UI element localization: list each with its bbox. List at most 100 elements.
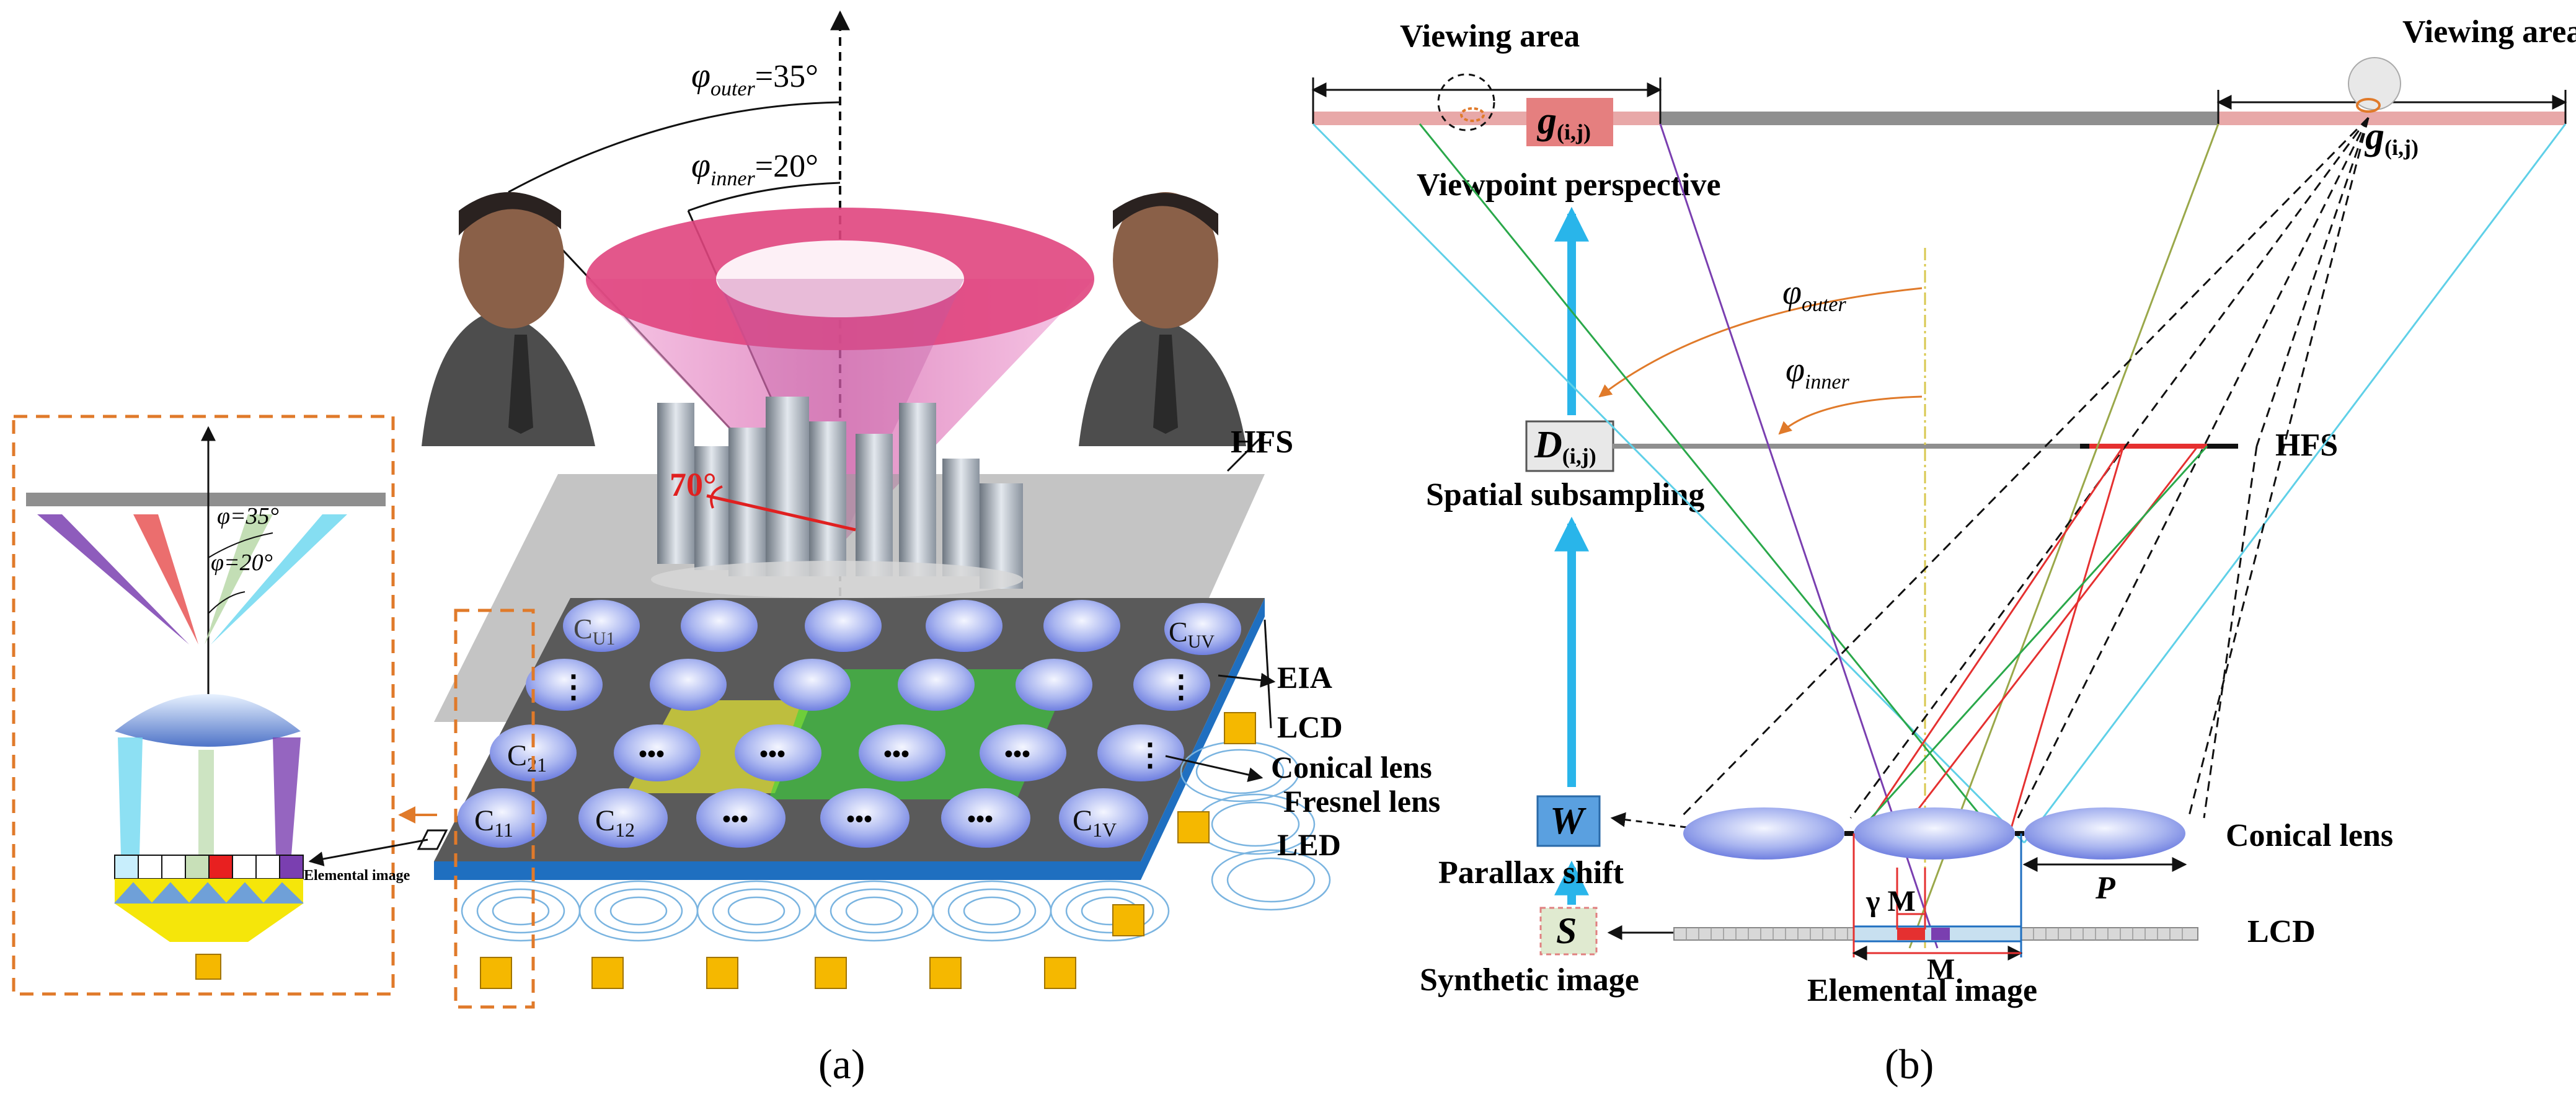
vdots: ⋮ — [1135, 737, 1166, 772]
led — [1177, 811, 1210, 843]
lens — [696, 788, 786, 848]
lens — [859, 724, 945, 781]
parallax-shift-label: Parallax shift — [1438, 855, 1624, 891]
red-rays — [1859, 446, 2199, 837]
synthetic-image-label: Synthetic image — [1420, 962, 1639, 998]
lens — [774, 659, 851, 711]
inner-angle-arc — [688, 182, 841, 212]
viewing-area-right-label: Viewing area — [2402, 14, 2576, 50]
lens-c1v — [1059, 788, 1148, 848]
w-box-label: W — [1550, 800, 1587, 842]
conical-lens-label-b: Conical lens — [2226, 818, 2393, 853]
spatial-subsampling-label: Spatial subsampling — [1426, 477, 1704, 512]
hfs-label-b: HFS — [2275, 428, 2338, 463]
inset-phi35: φ=35° — [217, 503, 279, 529]
highlight-column — [454, 609, 535, 1009]
eia-label: EIA — [1277, 660, 1332, 695]
lens — [1133, 659, 1210, 711]
inset-lens — [115, 694, 301, 747]
viewing-area-left-label: Viewing area — [1400, 19, 1580, 54]
led — [706, 957, 738, 989]
dots: ••• — [883, 740, 910, 768]
lens-c11 — [458, 788, 547, 848]
vdots: ⋮ — [558, 669, 589, 704]
ray-purple — [1659, 123, 1939, 949]
phi-outer-arc — [1598, 287, 1923, 398]
panel-a: φouter=35° φinner=20° — [12, 10, 1440, 1088]
conical-lens-3 — [2024, 807, 2185, 860]
ray-green — [1419, 123, 2004, 843]
dots: ••• — [639, 740, 665, 768]
hfs-leader — [1226, 433, 1266, 472]
dots: ••• — [846, 805, 872, 833]
lens — [1016, 659, 1092, 711]
label-c11: C11 — [474, 804, 513, 841]
lens — [980, 724, 1066, 781]
led — [480, 957, 512, 989]
lens-c12 — [578, 788, 668, 848]
s-box — [1539, 907, 1598, 956]
lens — [926, 600, 1003, 652]
phi-outer-b: φouter — [1782, 273, 1847, 316]
inset-elemental-label: Elemental image — [304, 868, 410, 884]
led — [1224, 712, 1256, 744]
elemental-pixels — [114, 855, 304, 879]
phi-inner-arc — [1778, 395, 1923, 435]
s-box-label: S — [1556, 910, 1577, 951]
lens — [650, 659, 727, 711]
lens — [805, 600, 882, 652]
lens — [1043, 600, 1120, 652]
led-array — [480, 712, 1256, 989]
m-label: M — [1927, 953, 1955, 986]
w-box — [1536, 795, 1601, 847]
panel-b: Viewing area Viewing area g(i,j) g(i,j) … — [1311, 14, 2576, 1088]
lens — [681, 600, 758, 652]
ray-cyan-left — [1312, 123, 2025, 844]
angle-70-line — [706, 494, 856, 532]
label-c1v: C1V — [1073, 804, 1117, 841]
g-box — [1526, 98, 1613, 146]
lens — [735, 724, 821, 781]
g-box-label: g(i,j) — [1536, 100, 1591, 144]
dots: ••• — [967, 805, 993, 833]
d-box — [1525, 420, 1614, 472]
lens — [898, 659, 975, 711]
g-right-label: g(i,j) — [2364, 115, 2419, 160]
vdots: ⋮ — [1166, 669, 1197, 704]
conical-lens-2 — [1854, 807, 2015, 860]
caption-a: (a) — [818, 1040, 865, 1088]
inset-led — [195, 954, 221, 980]
lens-cuv — [1164, 603, 1241, 655]
lcd-label-a: LCD — [1277, 710, 1343, 744]
dots: ••• — [1004, 740, 1030, 768]
lens-c21 — [490, 724, 577, 781]
conical-lens-label-a: Conical lens — [1271, 750, 1432, 785]
lens-array — [458, 600, 1241, 848]
elemental-image-label: Elemental image — [1807, 973, 2037, 1008]
lens — [1097, 724, 1184, 781]
caption-b: (b) — [1885, 1040, 1934, 1088]
led-label: LED — [1277, 827, 1341, 862]
inset-frame — [12, 415, 395, 996]
lcd-ticks — [1686, 928, 2183, 940]
green-rays — [1859, 445, 2208, 832]
inset-hfs-bar — [26, 493, 386, 506]
lens-cu1 — [563, 600, 640, 652]
eye-right — [2348, 57, 2401, 110]
label-c12: C12 — [595, 804, 635, 841]
lcd-label-b: LCD — [2247, 914, 2316, 949]
fresnel-lenses — [461, 741, 1331, 942]
viewing-band-middle — [1660, 112, 2218, 125]
viewpoint-perspective-label: Viewpoint perspective — [1417, 167, 1721, 203]
label-cu1: CU1 — [573, 613, 615, 649]
phi-outer-label: φouter=35° — [691, 56, 818, 100]
viewing-cone — [586, 208, 1094, 545]
lens — [614, 724, 701, 781]
viewing-band-right — [2218, 112, 2565, 125]
observer-right — [1079, 192, 1246, 446]
inset-detail: φ=35° φ=20° Elemen — [12, 415, 448, 996]
led — [929, 957, 962, 989]
dots: ••• — [722, 805, 748, 833]
